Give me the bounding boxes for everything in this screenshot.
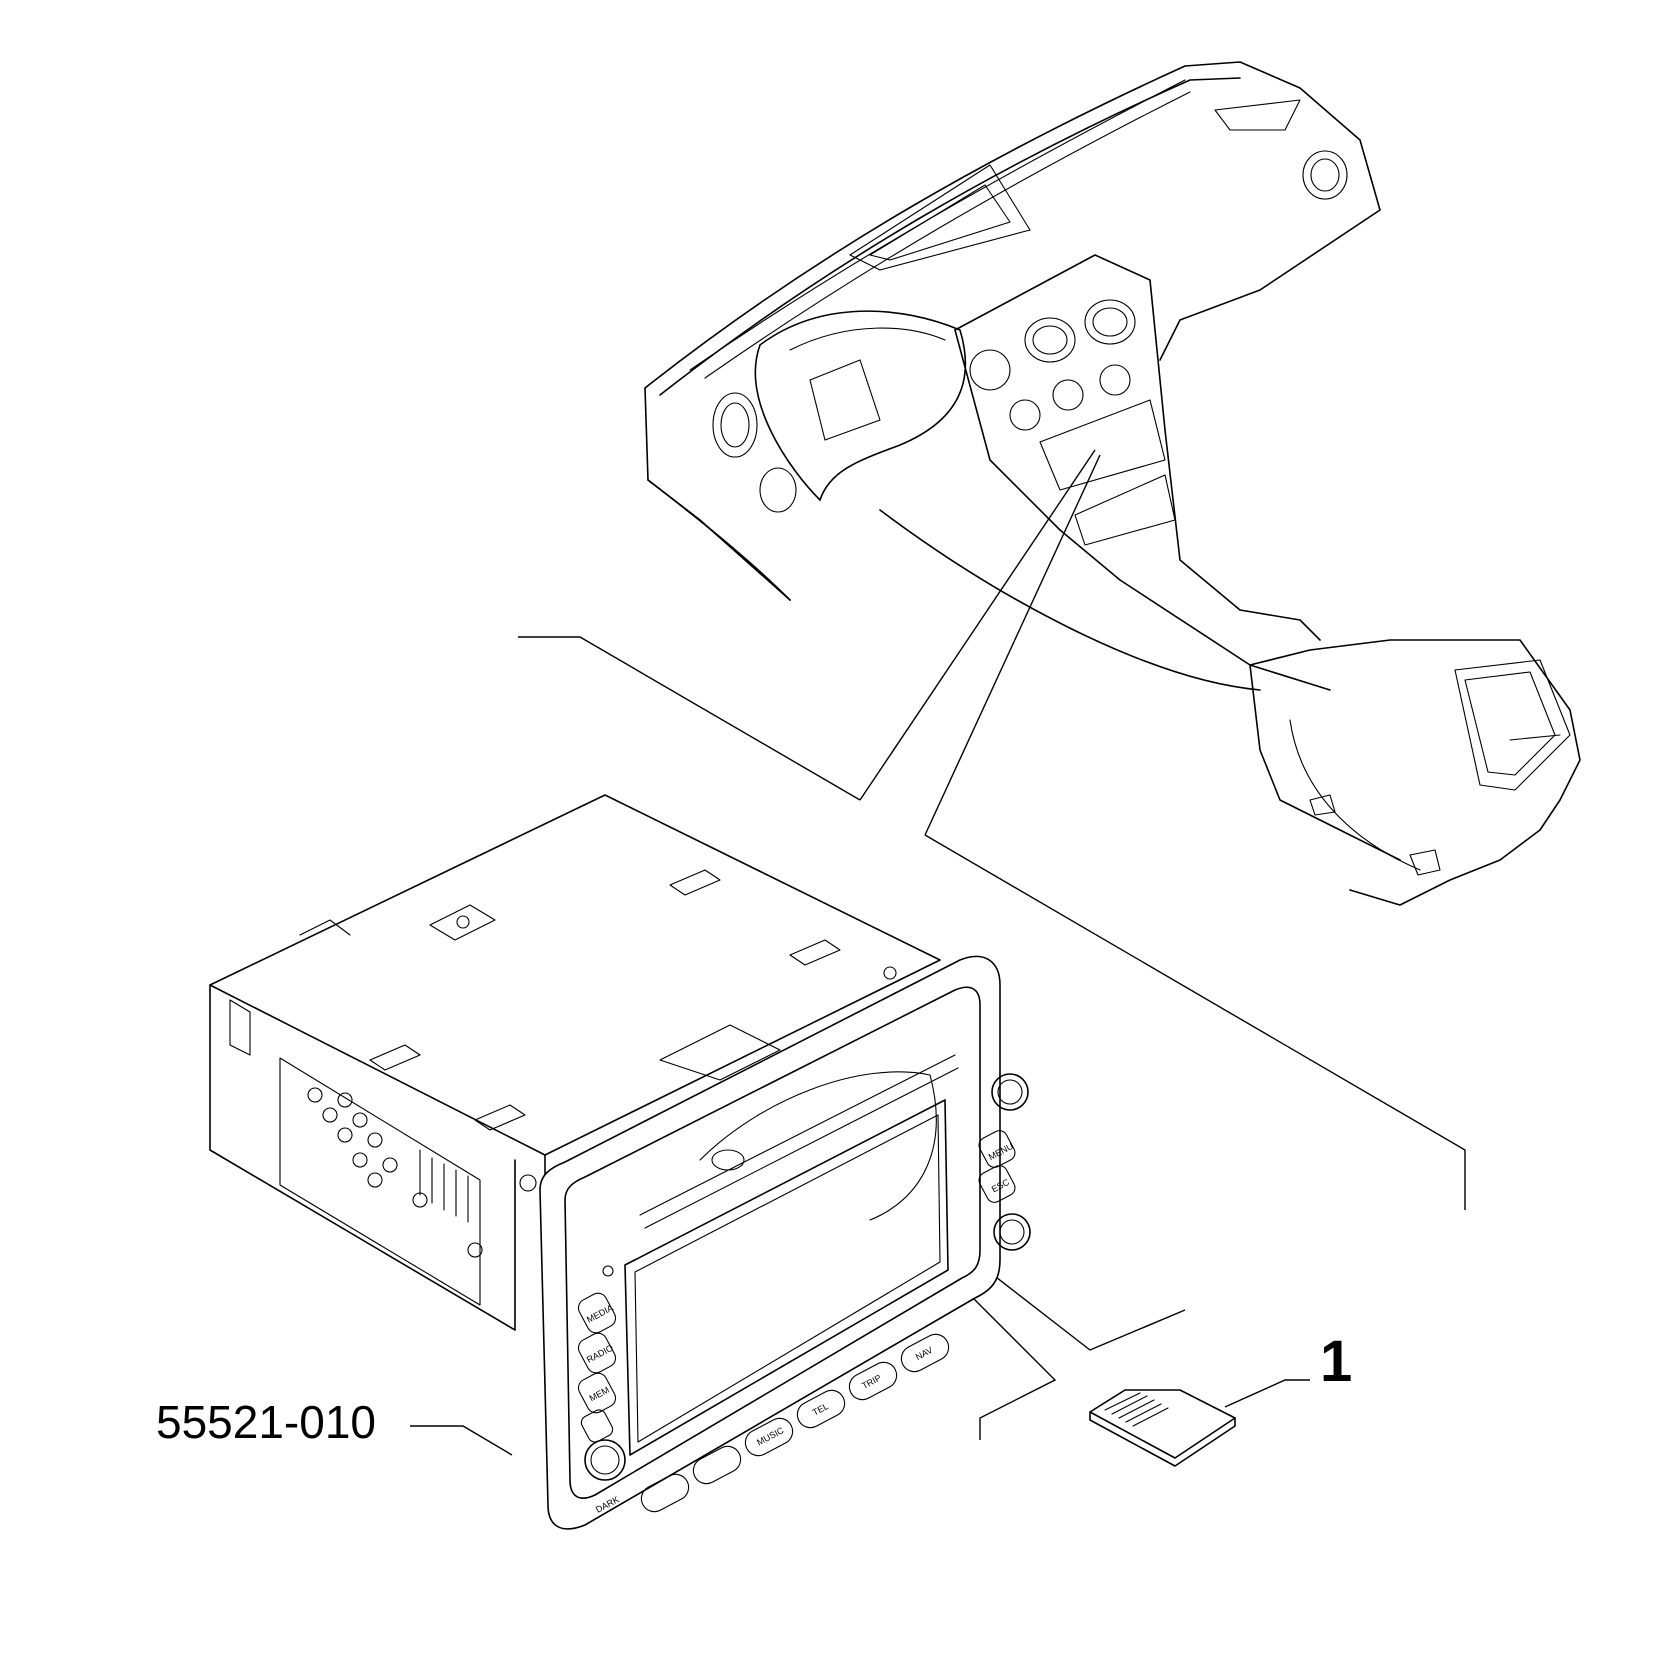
dashboard-illustration bbox=[644, 61, 1581, 906]
nav-button: NAV bbox=[914, 1345, 934, 1362]
part-number-label: 55521-010 bbox=[156, 1396, 376, 1448]
trip-button: TRIP bbox=[860, 1373, 883, 1391]
music-button: MUSIC bbox=[755, 1425, 786, 1448]
item-number-label: 1 bbox=[1320, 1329, 1353, 1394]
bottom-right-knob bbox=[993, 1213, 1031, 1251]
tel-button: TEL bbox=[811, 1401, 830, 1418]
volume-knob bbox=[584, 1439, 626, 1481]
sd-card-illustration bbox=[1089, 1389, 1236, 1467]
top-right-knob bbox=[991, 1073, 1029, 1111]
indicator-dot bbox=[602, 1265, 614, 1277]
